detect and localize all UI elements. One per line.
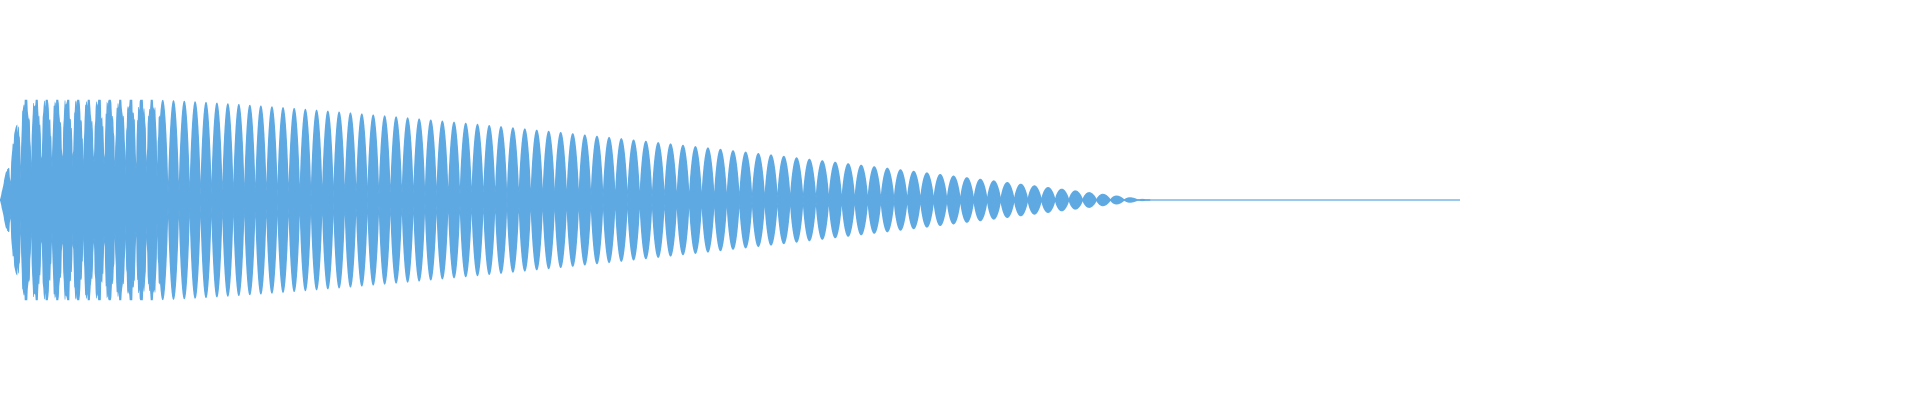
waveform-shape — [0, 99, 1151, 301]
